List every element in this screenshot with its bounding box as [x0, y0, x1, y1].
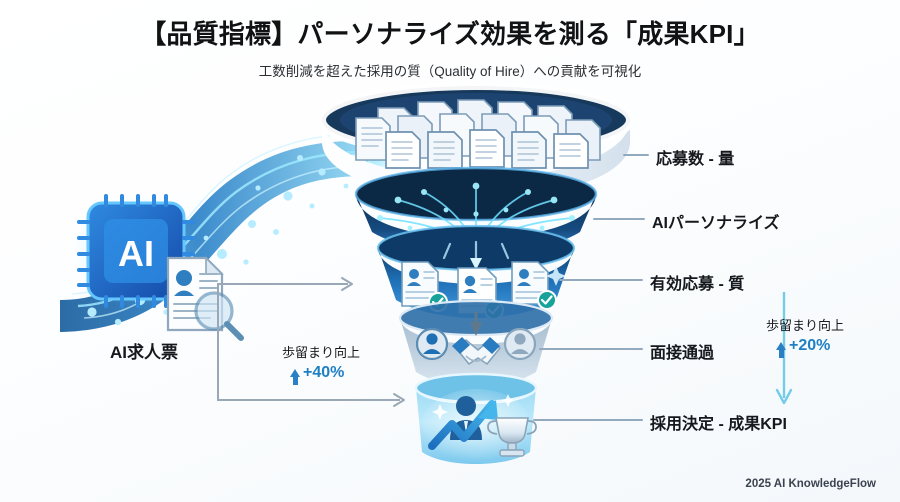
leader-lines: [533, 154, 649, 421]
left-annotation-caption: 歩留まり向上: [282, 345, 361, 360]
left-retention-arrow: [217, 277, 405, 407]
right-annotation-value-text: +20%: [789, 337, 831, 354]
stage-label-interview-pass: 面接通過: [650, 345, 715, 362]
funnel-stage-interview-pass: [398, 299, 554, 386]
stage-label-valid-applications: 有効応募 - 質: [650, 276, 745, 293]
growth-trophy-icon: [428, 394, 537, 457]
page-title: 【品質指標】パーソナライズ効果を測る「成果KPI」: [140, 19, 760, 49]
left-annotation-value: +40%: [290, 364, 345, 385]
trophy-icon: [487, 417, 537, 457]
up-arrow-icon: [290, 369, 300, 385]
source-label: AI求人票: [110, 343, 178, 362]
left-annotation-value-text: +40%: [303, 364, 345, 381]
page-subtitle: 工数削減を超えた採用の質（Quality of Hire）への貢献を可視化: [258, 64, 642, 79]
stage-label-applications: 応募数 - 量: [656, 151, 735, 168]
right-annotation-value: +20%: [776, 337, 831, 358]
resume-magnifier-icon: [166, 256, 244, 341]
stage-label-hired-kpi: 採用決定 - 成果KPI: [650, 416, 787, 433]
funnel-stage-hired-kpi: [414, 372, 538, 464]
svg-text:AI: AI: [118, 233, 154, 274]
footer-credit: 2025 AI KnowledgeFlow: [745, 478, 876, 490]
handshake-icon: [415, 327, 537, 365]
right-annotation-caption: 歩留まり向上: [766, 318, 845, 333]
stage-label-ai-personalize: AIパーソナライズ: [652, 215, 780, 232]
document-stack-icon: [355, 99, 601, 169]
up-arrow-icon: [776, 342, 786, 358]
